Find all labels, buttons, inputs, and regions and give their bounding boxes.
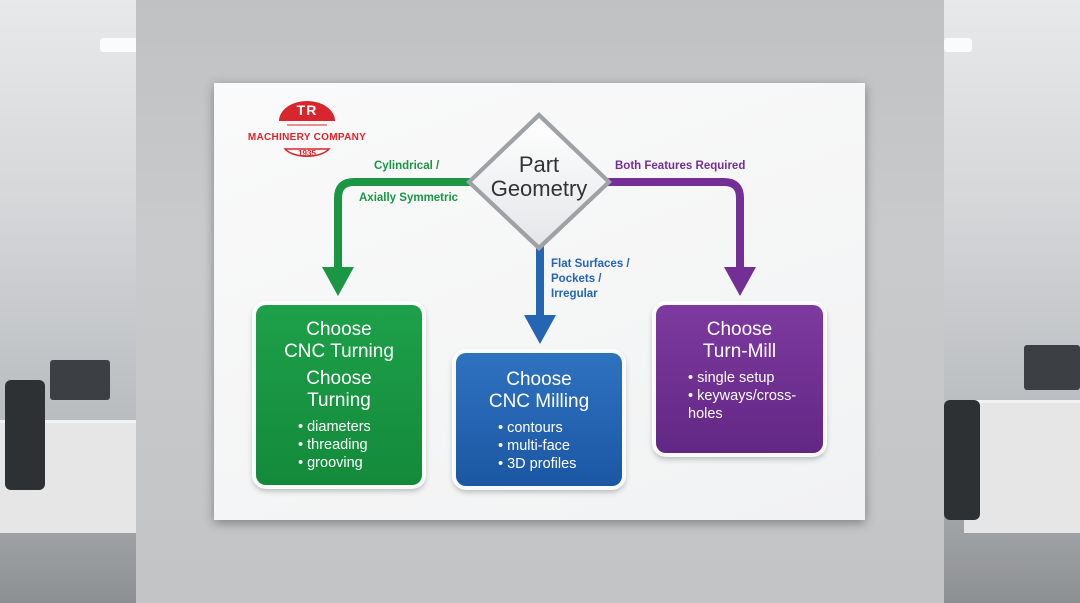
turning-box: Choose CNC Turning Choose Turning diamet… — [256, 305, 422, 485]
bullet-item: 3D profiles — [498, 455, 622, 473]
bullet-item: contours — [498, 419, 622, 437]
office-chair — [5, 380, 45, 490]
ceiling-light — [100, 38, 136, 52]
edge-label-line: Pockets / — [551, 273, 602, 285]
turning-title-line1: Choose — [306, 319, 372, 340]
decision-label: Part Geometry — [464, 153, 614, 201]
bullet-item: grooving — [298, 454, 422, 472]
edge-label-line: Irregular — [551, 288, 598, 300]
bullet-item: single setup — [688, 369, 809, 387]
turnmill-title: Choose Turn-Mill — [656, 305, 823, 363]
logo-year: 1935 — [298, 149, 316, 158]
milling-box: Choose CNC Milling contours multi-face 3… — [456, 353, 622, 486]
decision-label-line1: Part — [518, 152, 560, 177]
decision-diamond-face — [472, 118, 606, 245]
edge-label-cylindrical: Cylindrical / — [374, 160, 440, 172]
arrowhead-to-turning — [322, 267, 354, 296]
ceiling-light — [944, 38, 972, 52]
turnmill-box: Choose Turn-Mill single setup keyways/cr… — [656, 305, 823, 453]
office-monitor — [50, 360, 110, 400]
logo-emblem — [279, 101, 335, 157]
office-desk — [964, 400, 1080, 533]
decision-node: Part Geometry — [464, 113, 614, 249]
arrowhead-to-turnmill — [724, 267, 756, 296]
milling-bullets: contours multi-face 3D profiles — [456, 419, 622, 473]
turning-title-line4: Turning — [307, 390, 371, 411]
arrowhead-to-milling — [524, 315, 556, 344]
milling-title: Choose CNC Milling — [456, 353, 622, 413]
turning-bullets: diameters threading grooving — [256, 418, 422, 472]
turning-title-line3: Choose — [306, 368, 372, 389]
milling-title-line1: Choose — [506, 369, 572, 390]
office-monitor — [1024, 345, 1080, 390]
flowchart-poster: TR MACHINERY COMPANY 1935 Part Geometry … — [214, 83, 865, 520]
edge-label-flat-surfaces: Flat Surfaces / Pockets / Irregular — [551, 257, 630, 302]
turnmill-title-line2: Turn-Mill — [702, 341, 777, 362]
bullet-item: multi-face — [498, 437, 622, 455]
edge-label-both-features: Both Features Required — [615, 160, 746, 172]
bullet-item: threading — [298, 436, 422, 454]
edge-label-line: Flat Surfaces / — [551, 258, 630, 270]
turnmill-title-line1: Choose — [706, 319, 773, 340]
edge-label-axially-symmetric: Axially Symmetric — [359, 192, 459, 204]
office-background-right — [944, 0, 1080, 603]
logo-company-name: MACHINERY COMPANY — [247, 132, 367, 143]
office-chair — [944, 400, 980, 520]
logo-initials: TR — [296, 102, 318, 118]
connector-to-turning — [334, 178, 476, 269]
office-background-left — [0, 0, 136, 603]
turnmill-bullets: single setup keyways/cross-holes — [656, 369, 823, 423]
connector-to-turnmill — [606, 178, 744, 269]
milling-title-line2: CNC Milling — [488, 391, 590, 412]
flow-connectors — [322, 112, 756, 344]
bullet-item: keyways/cross-holes — [688, 387, 809, 423]
decision-label-line2: Geometry — [490, 176, 588, 201]
turning-title: Choose CNC Turning Choose Turning — [256, 305, 422, 412]
bullet-item: diameters — [298, 418, 422, 436]
company-logo: TR MACHINERY COMPANY 1935 — [232, 97, 382, 159]
turning-title-line2: CNC Turning — [284, 341, 394, 362]
